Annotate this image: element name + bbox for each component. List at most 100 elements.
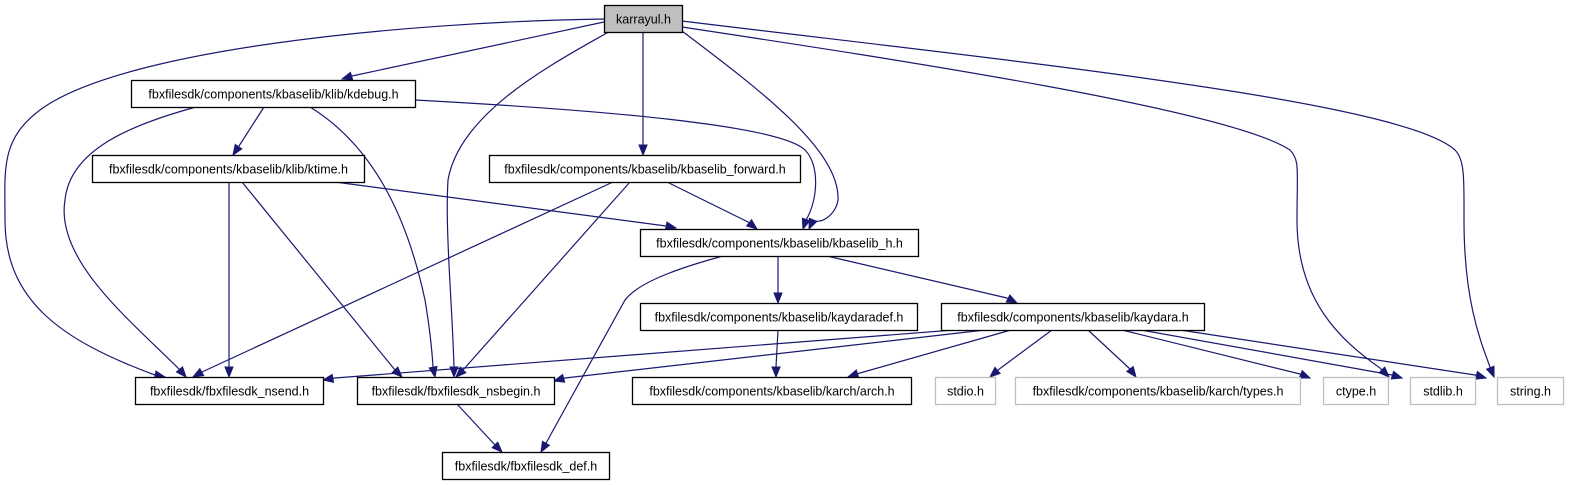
edge-line: [775, 329, 779, 368]
node-nsend[interactable]: fbxfilesdk/fbxfilesdk_nsend.h: [134, 376, 325, 406]
edge-line: [681, 20, 1491, 368]
node-box: [934, 376, 997, 406]
edge-line: [666, 181, 749, 223]
arrowhead-icon: [1005, 294, 1019, 304]
arrowhead-icon: [745, 218, 759, 230]
edge-line: [201, 181, 614, 373]
edge-karrayul-to-kbaselib_h: [681, 30, 839, 231]
node-box: [1496, 376, 1565, 406]
node-kdebug[interactable]: fbxfilesdk/components/kbaselib/klib/kdeb…: [130, 79, 417, 109]
node-label: string.h: [1510, 385, 1551, 399]
edge-karrayul-to-string: [681, 20, 1495, 379]
arrowhead-icon: [988, 366, 1002, 378]
edge-line: [564, 329, 986, 379]
node-box: [631, 376, 913, 406]
arrowhead-icon: [773, 292, 783, 305]
node-label: stdio.h: [947, 385, 984, 399]
node-box: [639, 228, 920, 258]
edge-line: [1087, 329, 1131, 370]
edge-line: [334, 329, 955, 379]
edge-line: [456, 403, 496, 446]
edge-kaydara-to-nsbegin: [552, 329, 986, 383]
node-label: fbxfilesdk/components/kbaselib/klib/kdeb…: [148, 88, 398, 102]
node-types: fbxfilesdk/components/kbaselib/karch/typ…: [1014, 376, 1302, 406]
node-string: string.h: [1496, 376, 1565, 406]
edge-kdebug-to-nsend: [63, 106, 197, 379]
node-box: [488, 154, 802, 184]
edges-layer: [4, 18, 1495, 454]
arrowhead-icon: [455, 366, 467, 378]
arrowhead-icon: [191, 367, 205, 378]
edge-line: [997, 329, 1053, 371]
edge-kaydara-to-stdlib: [1129, 327, 1404, 380]
arrowhead-icon: [771, 366, 781, 379]
edge-line: [681, 26, 1381, 369]
edge-kaydara-to-types: [1087, 329, 1137, 379]
arrowhead-icon: [321, 373, 335, 383]
node-label: fbxfilesdk/components/kbaselib/kbaselib_…: [504, 163, 785, 177]
arrowhead-icon: [224, 366, 234, 379]
edge-nsbegin-to-def: [456, 403, 503, 453]
edge-kdebug-to-kbaselib_h: [414, 99, 817, 231]
node-karrayul[interactable]: karrayul.h: [603, 4, 684, 34]
arrowhead-icon: [540, 440, 551, 454]
node-label: fbxfilesdk/fbxfilesdk_nsbegin.h: [372, 385, 541, 399]
arrowhead-icon: [664, 221, 678, 231]
edge-line: [241, 181, 396, 371]
arrowhead-icon: [1474, 370, 1488, 380]
arrowhead-icon: [801, 217, 811, 231]
node-box: [134, 376, 325, 406]
edge-kbaselib_forward-to-kbaselib_h: [666, 181, 759, 230]
node-def[interactable]: fbxfilesdk/fbxfilesdk_def.h: [441, 451, 611, 481]
node-box: [603, 4, 684, 34]
edge-line: [826, 255, 1008, 299]
edge-kbaselib_forward-to-nsend: [191, 181, 614, 378]
node-box: [441, 451, 611, 481]
node-kaydara[interactable]: fbxfilesdk/components/kbaselib/kaydara.h: [940, 302, 1206, 332]
node-label: karrayul.h: [616, 13, 671, 27]
edge-ktime-to-nsbegin: [241, 181, 403, 378]
node-label: fbxfilesdk/components/kbaselib/kaydara.h: [957, 311, 1188, 325]
arrowhead-icon: [175, 365, 187, 379]
arrowhead-icon: [1125, 365, 1137, 379]
edge-line: [859, 329, 1012, 374]
arrowhead-icon: [846, 369, 860, 379]
node-label: fbxfilesdk/fbxfilesdk_def.h: [455, 460, 597, 474]
node-stdio: stdio.h: [934, 376, 997, 406]
arrowhead-icon: [1485, 365, 1495, 379]
node-ktime[interactable]: fbxfilesdk/components/kbaselib/klib/ktim…: [91, 154, 366, 184]
edge-kaydara-to-stdio: [988, 329, 1053, 378]
node-box: [356, 376, 556, 406]
edge-kdebug-to-nsbegin: [309, 106, 438, 379]
node-label: fbxfilesdk/components/kbaselib/klib/ktim…: [109, 163, 348, 177]
edge-line: [1121, 329, 1301, 375]
arrowhead-icon: [428, 365, 438, 379]
node-label: fbxfilesdk/components/kbaselib/karch/typ…: [1033, 385, 1284, 399]
edge-kbaselib_h-to-kaydaradef: [773, 256, 783, 305]
node-kbaselib_h[interactable]: fbxfilesdk/components/kbaselib/kbaselib_…: [639, 228, 920, 258]
edge-kbaselib_h-to-kaydara: [826, 255, 1019, 304]
edge-ktime-to-kbaselib_h: [334, 181, 678, 231]
arrowhead-icon: [491, 441, 503, 453]
edge-line: [63, 106, 197, 371]
arrowhead-icon: [808, 217, 818, 231]
edge-kaydara-to-string: [1179, 329, 1488, 380]
edge-line: [462, 181, 631, 371]
arrowhead-icon: [1298, 369, 1312, 379]
node-label: ctype.h: [1336, 385, 1376, 399]
edge-line: [4, 18, 605, 376]
node-label: fbxfilesdk/components/kbaselib/karch/arc…: [649, 385, 894, 399]
node-box: [91, 154, 366, 184]
node-arch[interactable]: fbxfilesdk/components/kbaselib/karch/arc…: [631, 376, 913, 406]
edge-line: [414, 99, 817, 221]
node-kaydaradef[interactable]: fbxfilesdk/components/kbaselib/kaydarade…: [639, 302, 919, 332]
edge-line: [1129, 327, 1393, 376]
edge-karrayul-to-kdebug: [340, 21, 605, 81]
edge-line: [309, 106, 434, 368]
edge-ktime-to-nsend: [224, 182, 234, 379]
node-kbaselib_forward[interactable]: fbxfilesdk/components/kbaselib/kbaselib_…: [488, 154, 802, 184]
node-box: [130, 79, 417, 109]
edge-line: [1179, 329, 1476, 376]
arrowhead-icon: [638, 144, 648, 157]
node-nsbegin[interactable]: fbxfilesdk/fbxfilesdk_nsbegin.h: [356, 376, 556, 406]
